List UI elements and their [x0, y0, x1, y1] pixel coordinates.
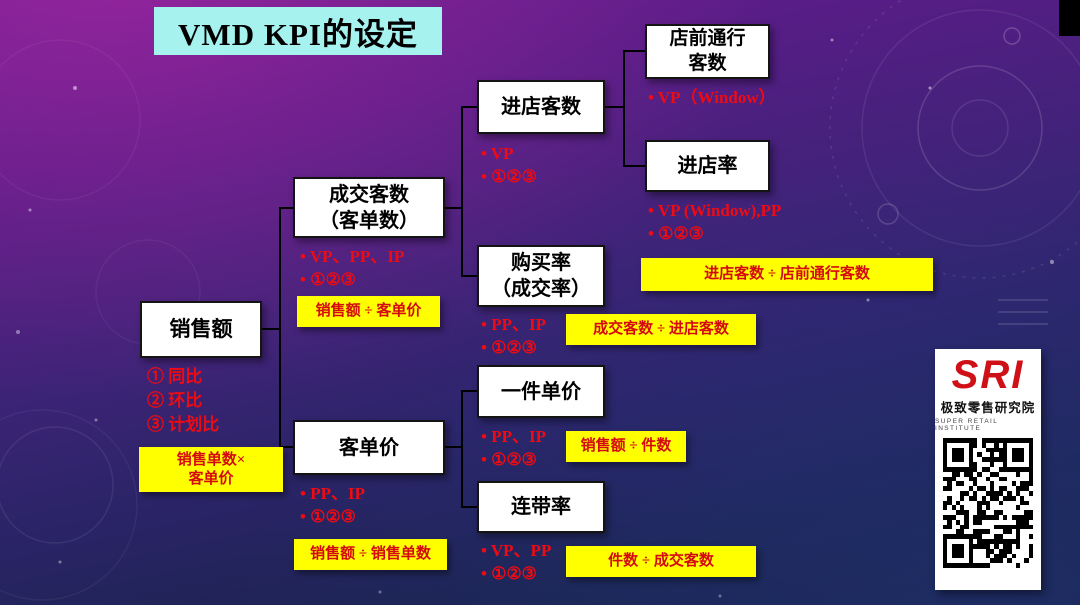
node-price-per-customer: 客单价 [293, 420, 445, 475]
sri-logo-panel: SRI 极致零售研究院 SUPER RETAIL INSTITUTE [935, 349, 1041, 590]
note-line: • ①②③ [300, 270, 356, 290]
formula-entry-rate: 进店客数 ÷ 店前通行客数 [641, 258, 933, 291]
kpi-note-passersby: • VP（Window） [648, 86, 776, 109]
connector-line [461, 275, 478, 277]
note-line: • ①②③ [300, 507, 356, 527]
kpi-note-entry-rate: • VP (Window),PP • ①②③ [648, 199, 781, 246]
note-line: • ①②③ [481, 564, 537, 584]
note-line: • VP (Window),PP [648, 201, 782, 220]
kpi-note-unit-price: • PP、IP • ①②③ [481, 425, 546, 472]
node-passersby: 店前通行 客数 [645, 24, 770, 79]
connector-line [279, 207, 281, 448]
note-line: ③ 计划比 [147, 415, 220, 435]
connector-line [445, 446, 462, 448]
connector-line [461, 106, 478, 108]
node-store-visitors: 进店客数 [477, 80, 605, 134]
node-label: 客数 [688, 52, 727, 74]
node-label: 成交客数 [329, 183, 409, 206]
node-label: 连带率 [511, 496, 571, 518]
connector-line [461, 390, 463, 508]
formula-line: 客单价 [188, 470, 234, 487]
note-line: • ①②③ [648, 224, 704, 244]
node-label: 一件单价 [501, 380, 581, 403]
sri-institute-subtitle: SUPER RETAIL INSTITUTE [935, 418, 999, 432]
node-deal-customers: 成交客数 （客单数） [293, 177, 445, 238]
formula-purchase-rate: 成交客数 ÷ 进店客数 [566, 314, 756, 345]
note-line: • ①②③ [481, 167, 537, 187]
sri-logo-text: SRI [951, 353, 1025, 397]
formula-deal-customers: 销售额 ÷ 客单价 [297, 296, 440, 327]
node-unit-price: 一件单价 [477, 365, 605, 418]
note-line: • ①②③ [481, 338, 537, 358]
formula-unit-price: 销售额 ÷ 件数 [566, 431, 686, 462]
node-label: 购买率 [511, 252, 571, 274]
kpi-note-sales: ① 同比 ② 环比 ③ 计划比 [147, 365, 219, 437]
connector-line [279, 446, 295, 448]
note-line: • VP、PP [481, 541, 552, 560]
node-label: 销售额 [169, 316, 233, 341]
connector-line [279, 207, 295, 209]
kpi-note-deal-customers: • VP、PP、IP • ①②③ [300, 245, 404, 292]
node-label: 客单价 [339, 436, 399, 459]
node-attachment-rate: 连带率 [477, 481, 605, 533]
node-entry-rate: 进店率 [645, 140, 770, 192]
connector-line [623, 165, 646, 167]
connector-line [605, 106, 624, 108]
node-label: （成交率） [491, 278, 591, 300]
sri-institute-name: 极致零售研究院 [940, 401, 1036, 415]
note-line: • VP、PP、IP [300, 247, 405, 266]
node-label: 进店客数 [501, 96, 581, 118]
connector-line [461, 390, 478, 392]
note-line: ② 环比 [147, 391, 203, 411]
qr-code [943, 438, 1033, 568]
node-sales: 销售额 [140, 301, 262, 358]
connector-line [445, 207, 462, 209]
formula-sales: 销售单数× 客单价 [139, 447, 283, 492]
note-line: • VP（Window） [648, 88, 776, 107]
note-line: • VP [481, 144, 514, 163]
node-label: （客单数） [319, 209, 419, 232]
kpi-note-store-visitors: • VP • ①②③ [481, 142, 537, 189]
connector-line [262, 328, 280, 330]
formula-price-per-customer: 销售额 ÷ 销售单数 [294, 539, 447, 570]
kpi-note-purchase-rate: • PP、IP • ①②③ [481, 313, 546, 360]
slide-title: VMD KPI的设定 [154, 7, 442, 55]
note-line: • PP、IP [481, 315, 546, 334]
formula-attachment-rate: 件数 ÷ 成交客数 [566, 546, 756, 577]
connector-line [623, 50, 625, 167]
node-label: 进店率 [677, 155, 738, 177]
note-line: • PP、IP [300, 484, 365, 503]
note-line: ① 同比 [147, 367, 203, 386]
connector-line [461, 106, 463, 277]
kpi-note-attachment-rate: • VP、PP • ①②③ [481, 539, 551, 586]
node-purchase-rate: 购买率 （成交率） [477, 245, 605, 307]
connector-line [461, 506, 478, 508]
kpi-note-price-per-customer: • PP、IP • ①②③ [300, 482, 365, 529]
note-line: • PP、IP [481, 427, 546, 446]
connector-line [623, 50, 646, 52]
node-label: 店前通行 [669, 27, 746, 49]
corner-black-decoration [1059, 0, 1080, 36]
note-line: • ①②③ [481, 450, 537, 470]
formula-line: 销售单数× [176, 451, 246, 468]
